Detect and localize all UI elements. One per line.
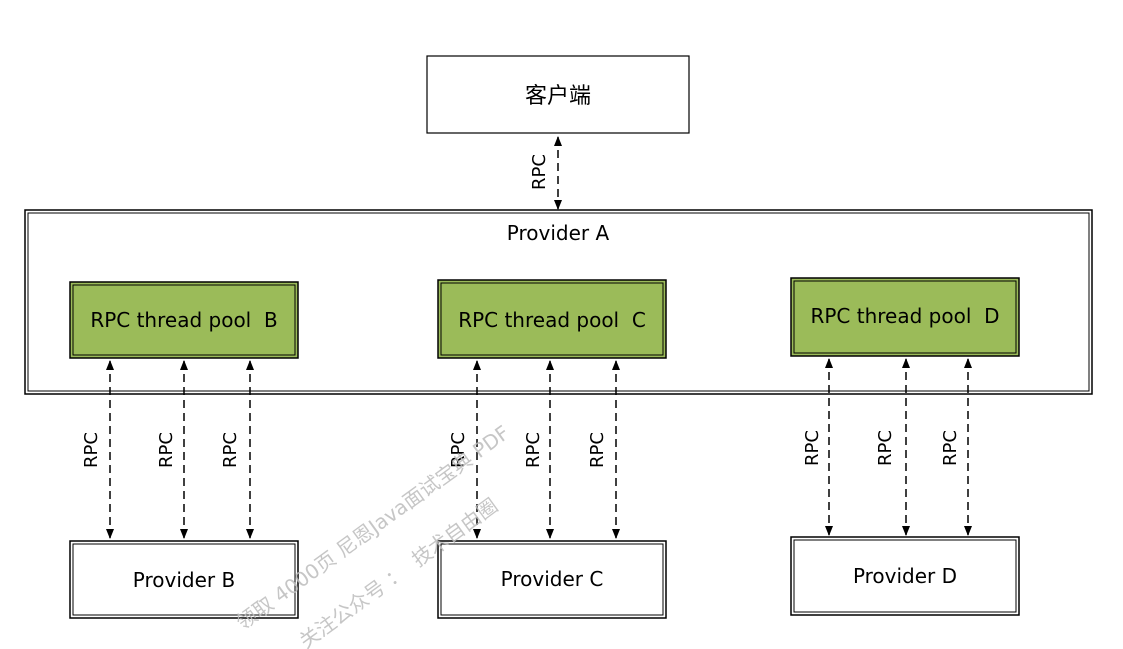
thread-pool-d: RPC thread pool D	[790, 277, 1020, 357]
thread-pool-b: RPC thread pool B	[69, 281, 299, 359]
rpc-label-d1: RPC	[802, 430, 823, 466]
provider-a-container: Provider A	[24, 209, 1093, 395]
client-rpc-link: RPC	[529, 136, 562, 210]
rpc-label-b3: RPC	[220, 432, 241, 468]
pool-c-links: RPC RPC RPC	[448, 360, 620, 539]
client-label: 客户端	[525, 84, 591, 109]
provider-d-label: Provider D	[853, 564, 957, 588]
rpc-label-b1: RPC	[81, 432, 102, 468]
provider-c-node: Provider C	[437, 540, 667, 619]
client-node: 客户端	[426, 55, 690, 134]
provider-d-node: Provider D	[790, 536, 1020, 616]
rpc-label-d2: RPC	[875, 430, 896, 466]
thread-pool-c: RPC thread pool C	[437, 279, 667, 359]
client-rpc-label: RPC	[529, 154, 550, 190]
thread-pool-c-label: RPC thread pool C	[458, 308, 646, 332]
rpc-label-d3: RPC	[940, 430, 961, 466]
thread-pool-d-label: RPC thread pool D	[810, 304, 999, 328]
rpc-label-c3: RPC	[587, 432, 608, 468]
provider-a-label: Provider A	[507, 221, 610, 245]
thread-pool-b-label: RPC thread pool B	[90, 308, 277, 332]
rpc-label-c2: RPC	[523, 432, 544, 468]
provider-b-label: Provider B	[133, 568, 235, 592]
rpc-label-b2: RPC	[156, 432, 177, 468]
rpc-label-c1: RPC	[448, 432, 469, 468]
pool-d-links: RPC RPC RPC	[802, 358, 972, 536]
provider-c-label: Provider C	[501, 567, 604, 591]
provider-b-node: Provider B	[69, 540, 299, 619]
pool-b-links: RPC RPC RPC	[81, 360, 254, 539]
